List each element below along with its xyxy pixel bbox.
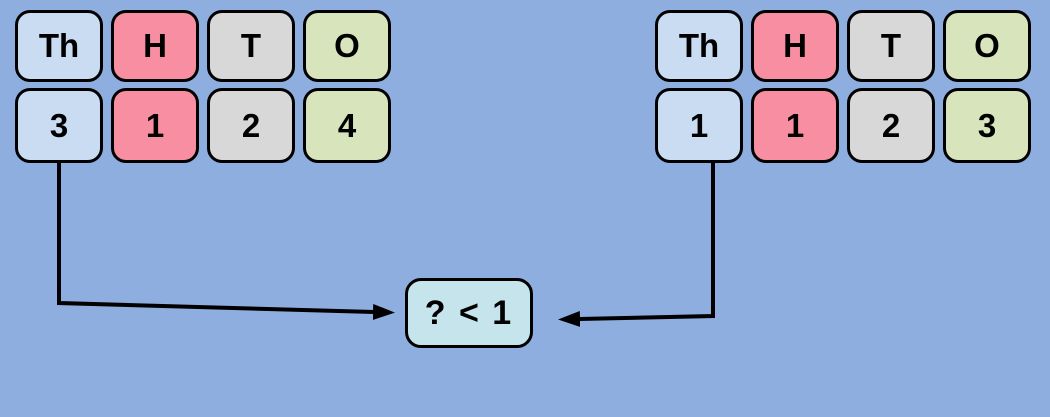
left-digit-cell-tens: 2 — [207, 88, 295, 163]
right-digit-row: 1 1 2 3 — [655, 88, 1031, 163]
left-digit-cell-thousands: 3 — [15, 88, 103, 163]
left-digit-cell-ones: 4 — [303, 88, 391, 163]
right-header-cell-tens: T — [847, 10, 935, 82]
left-header-cell-ones: O — [303, 10, 391, 82]
right-digit-cell-hundreds: 1 — [751, 88, 839, 163]
right-digit-cell-tens: 2 — [847, 88, 935, 163]
right-digit-cell-thousands: 1 — [655, 88, 743, 163]
right-thousands-arrow — [558, 163, 715, 327]
right-place-value-table: Th H T O 1 1 2 3 — [655, 10, 1031, 163]
left-header-cell-tens: T — [207, 10, 295, 82]
left-header-cell-thousands: Th — [15, 10, 103, 82]
right-digit-cell-ones: 3 — [943, 88, 1031, 163]
left-place-value-table: Th H T O 3 1 2 4 — [15, 10, 391, 163]
left-header-row: Th H T O — [15, 10, 391, 82]
right-header-row: Th H T O — [655, 10, 1031, 82]
comparison-box: ? < 1 — [405, 278, 533, 348]
right-header-cell-ones: O — [943, 10, 1031, 82]
left-digit-row: 3 1 2 4 — [15, 88, 391, 163]
left-digit-cell-hundreds: 1 — [111, 88, 199, 163]
comparison-label: ? < 1 — [424, 293, 514, 332]
right-header-cell-hundreds: H — [751, 10, 839, 82]
left-header-cell-hundreds: H — [111, 10, 199, 82]
left-thousands-arrow — [57, 163, 395, 320]
right-header-cell-thousands: Th — [655, 10, 743, 82]
